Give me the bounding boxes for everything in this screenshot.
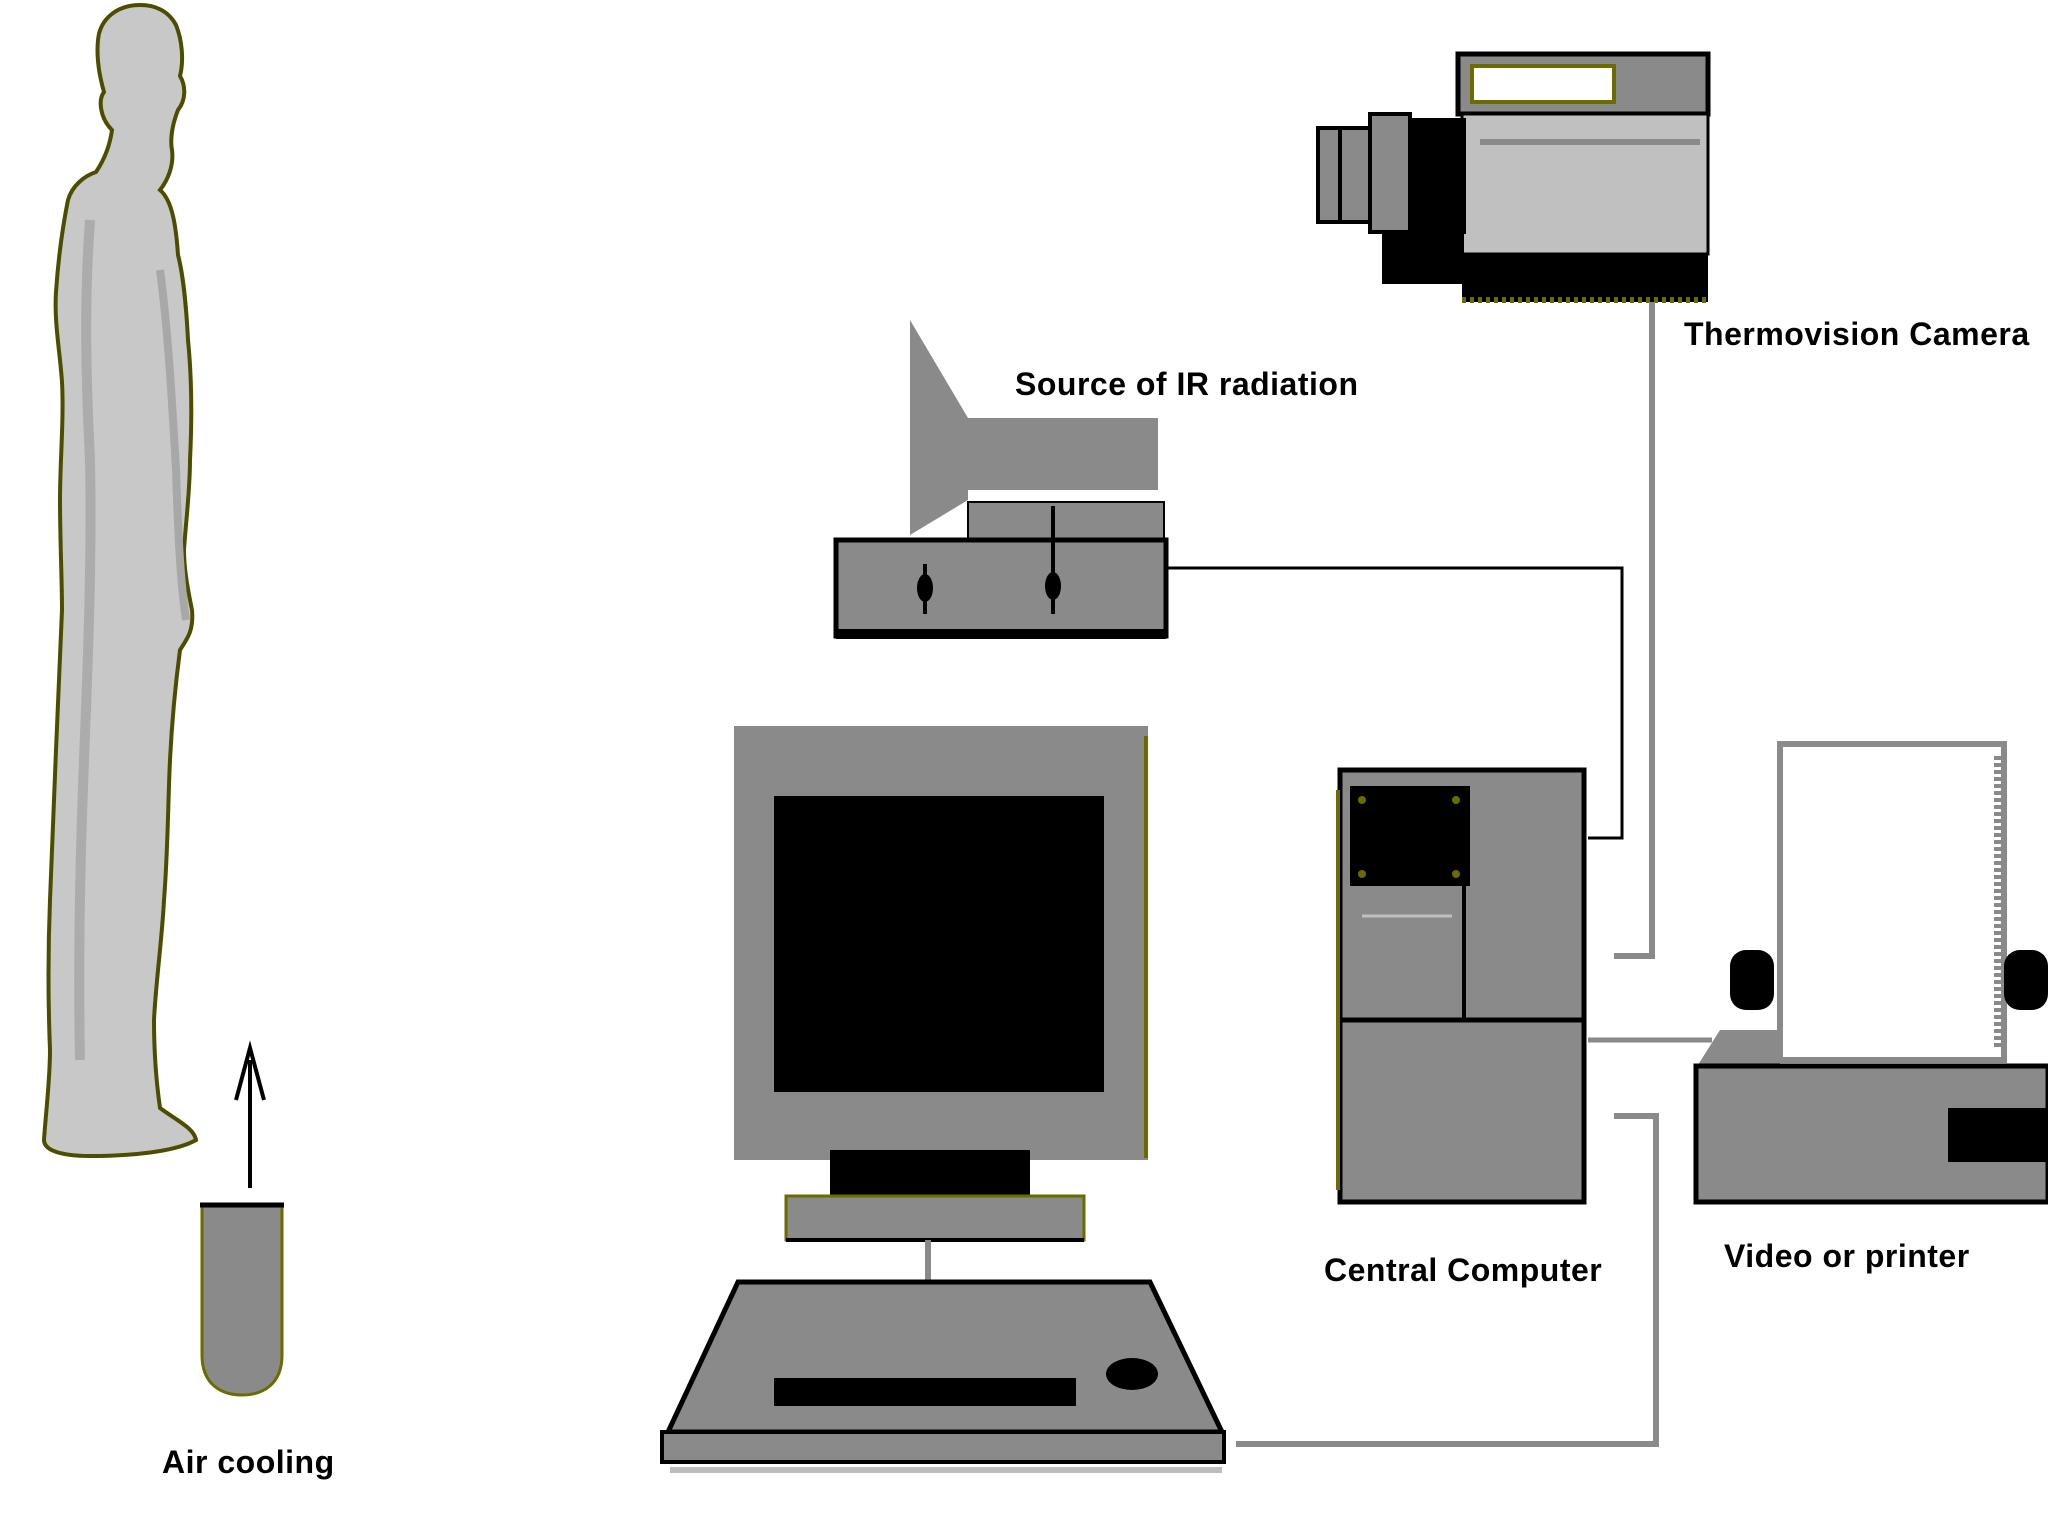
camera-lens-ring-1 xyxy=(1368,112,1412,234)
human-body-shading xyxy=(74,219,96,1061)
wire-ir-source-to-computer xyxy=(1166,566,1624,840)
ir-source-base xyxy=(833,537,1169,639)
air-cooling-label: Air cooling xyxy=(162,1444,335,1480)
computer-drive-panel xyxy=(1350,786,1470,886)
camera-top-window xyxy=(1470,64,1616,104)
printer-output-slot xyxy=(1948,1108,2048,1162)
monitor-neck xyxy=(830,1150,1030,1202)
printer-top-surface xyxy=(1696,1030,1780,1068)
air-cooling-unit xyxy=(200,1040,284,1397)
thermovision-camera-label: Thermovision Camera xyxy=(1684,316,2030,352)
ir-source-label: Source of IR radiation xyxy=(1015,366,1359,402)
camera-base xyxy=(1462,254,1708,302)
wire-camera-to-computer xyxy=(1614,302,1655,959)
printer-roller-left xyxy=(1730,950,1774,1010)
human-figure xyxy=(41,2,199,1159)
video-or-printer-label: Video or printer xyxy=(1724,1238,1970,1274)
printer-roller-right xyxy=(2004,950,2048,1010)
camera-lens-ring-2 xyxy=(1316,126,1372,224)
printer-paper xyxy=(1777,741,2007,1063)
camera-body xyxy=(1460,112,1710,256)
ir-radiation-source xyxy=(833,320,1169,639)
keyboard-key-bar xyxy=(774,1378,1076,1406)
central-computer-label: Central Computer xyxy=(1324,1252,1603,1288)
keyboard-front xyxy=(660,1430,1226,1464)
ir-source-mount xyxy=(967,501,1165,541)
ir-source-horn xyxy=(910,320,1158,535)
air-flow-arrowhead xyxy=(234,1040,266,1101)
air-cooling-nozzle xyxy=(200,1203,284,1397)
human-arm xyxy=(156,269,190,621)
computer-drive-screws xyxy=(1358,796,1460,878)
human-body-silhouette xyxy=(41,2,199,1159)
monitor xyxy=(734,726,1148,1242)
ir-source-adjust-knob-right xyxy=(1045,506,1061,614)
monitor-stand xyxy=(784,1194,1086,1242)
central-computer xyxy=(1336,767,1587,1205)
ir-source-adjust-knob-left xyxy=(917,564,933,614)
camera-mount-block xyxy=(1382,232,1464,284)
thermovision-camera xyxy=(1316,51,1711,303)
keyboard xyxy=(660,1240,1226,1473)
wire-keyboard-to-computer xyxy=(1236,1113,1659,1447)
connection-wires xyxy=(1166,302,1712,1447)
monitor-screen xyxy=(774,796,1104,1092)
video-or-printer xyxy=(1693,741,2048,1205)
keyboard-button xyxy=(1106,1358,1158,1390)
camera-lens-housing xyxy=(1410,118,1466,234)
keyboard-top xyxy=(664,1279,1226,1435)
